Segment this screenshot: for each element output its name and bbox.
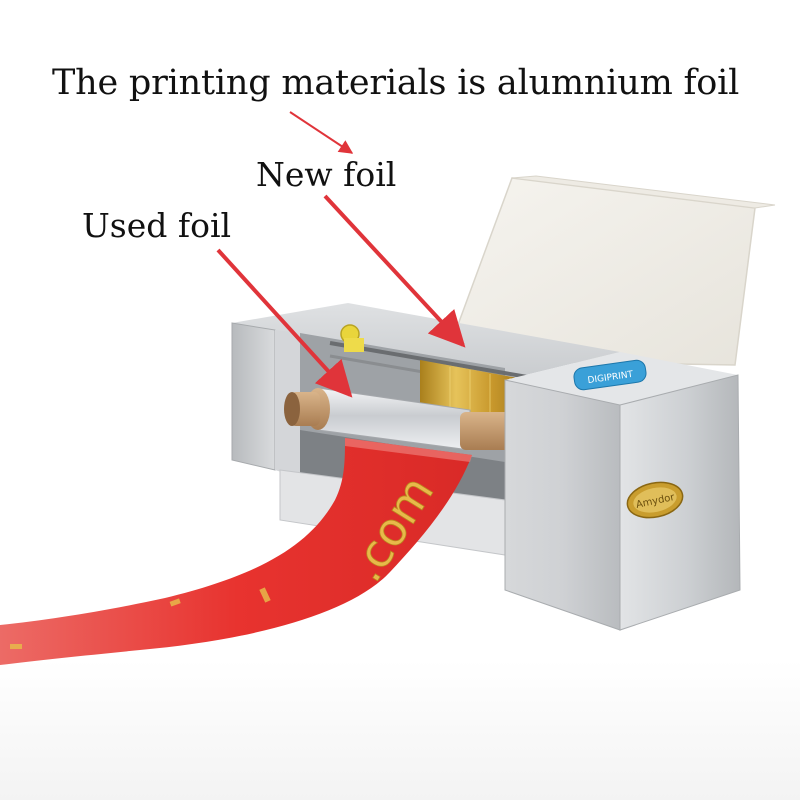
red-ribbon: [0, 438, 472, 665]
lid-edge: [511, 175, 776, 209]
headline-caption: The printing materials is alumnium foil: [52, 63, 740, 103]
left-end-block: [231, 322, 276, 471]
right-block-front: [504, 379, 621, 631]
yellow-clamp: [344, 338, 364, 352]
floor: [0, 660, 800, 800]
headline-arrow: [289, 111, 354, 154]
printer-top: [232, 303, 620, 380]
ribbon-highlight: [345, 438, 472, 462]
used-foil-label: Used foil: [82, 206, 232, 245]
new-foil-arrow: [323, 194, 466, 348]
upper-rod: [329, 341, 546, 382]
roller-cap-left: [284, 392, 300, 426]
panel-badge: DIGIPRINT: [573, 359, 647, 391]
new-foil-label: New foil: [256, 155, 397, 194]
ribbon-gold-marks: [10, 587, 271, 649]
logo-badge: Amydor: [626, 481, 684, 519]
used-foil-arrow: [216, 248, 353, 398]
roller-core-right: [460, 412, 512, 450]
